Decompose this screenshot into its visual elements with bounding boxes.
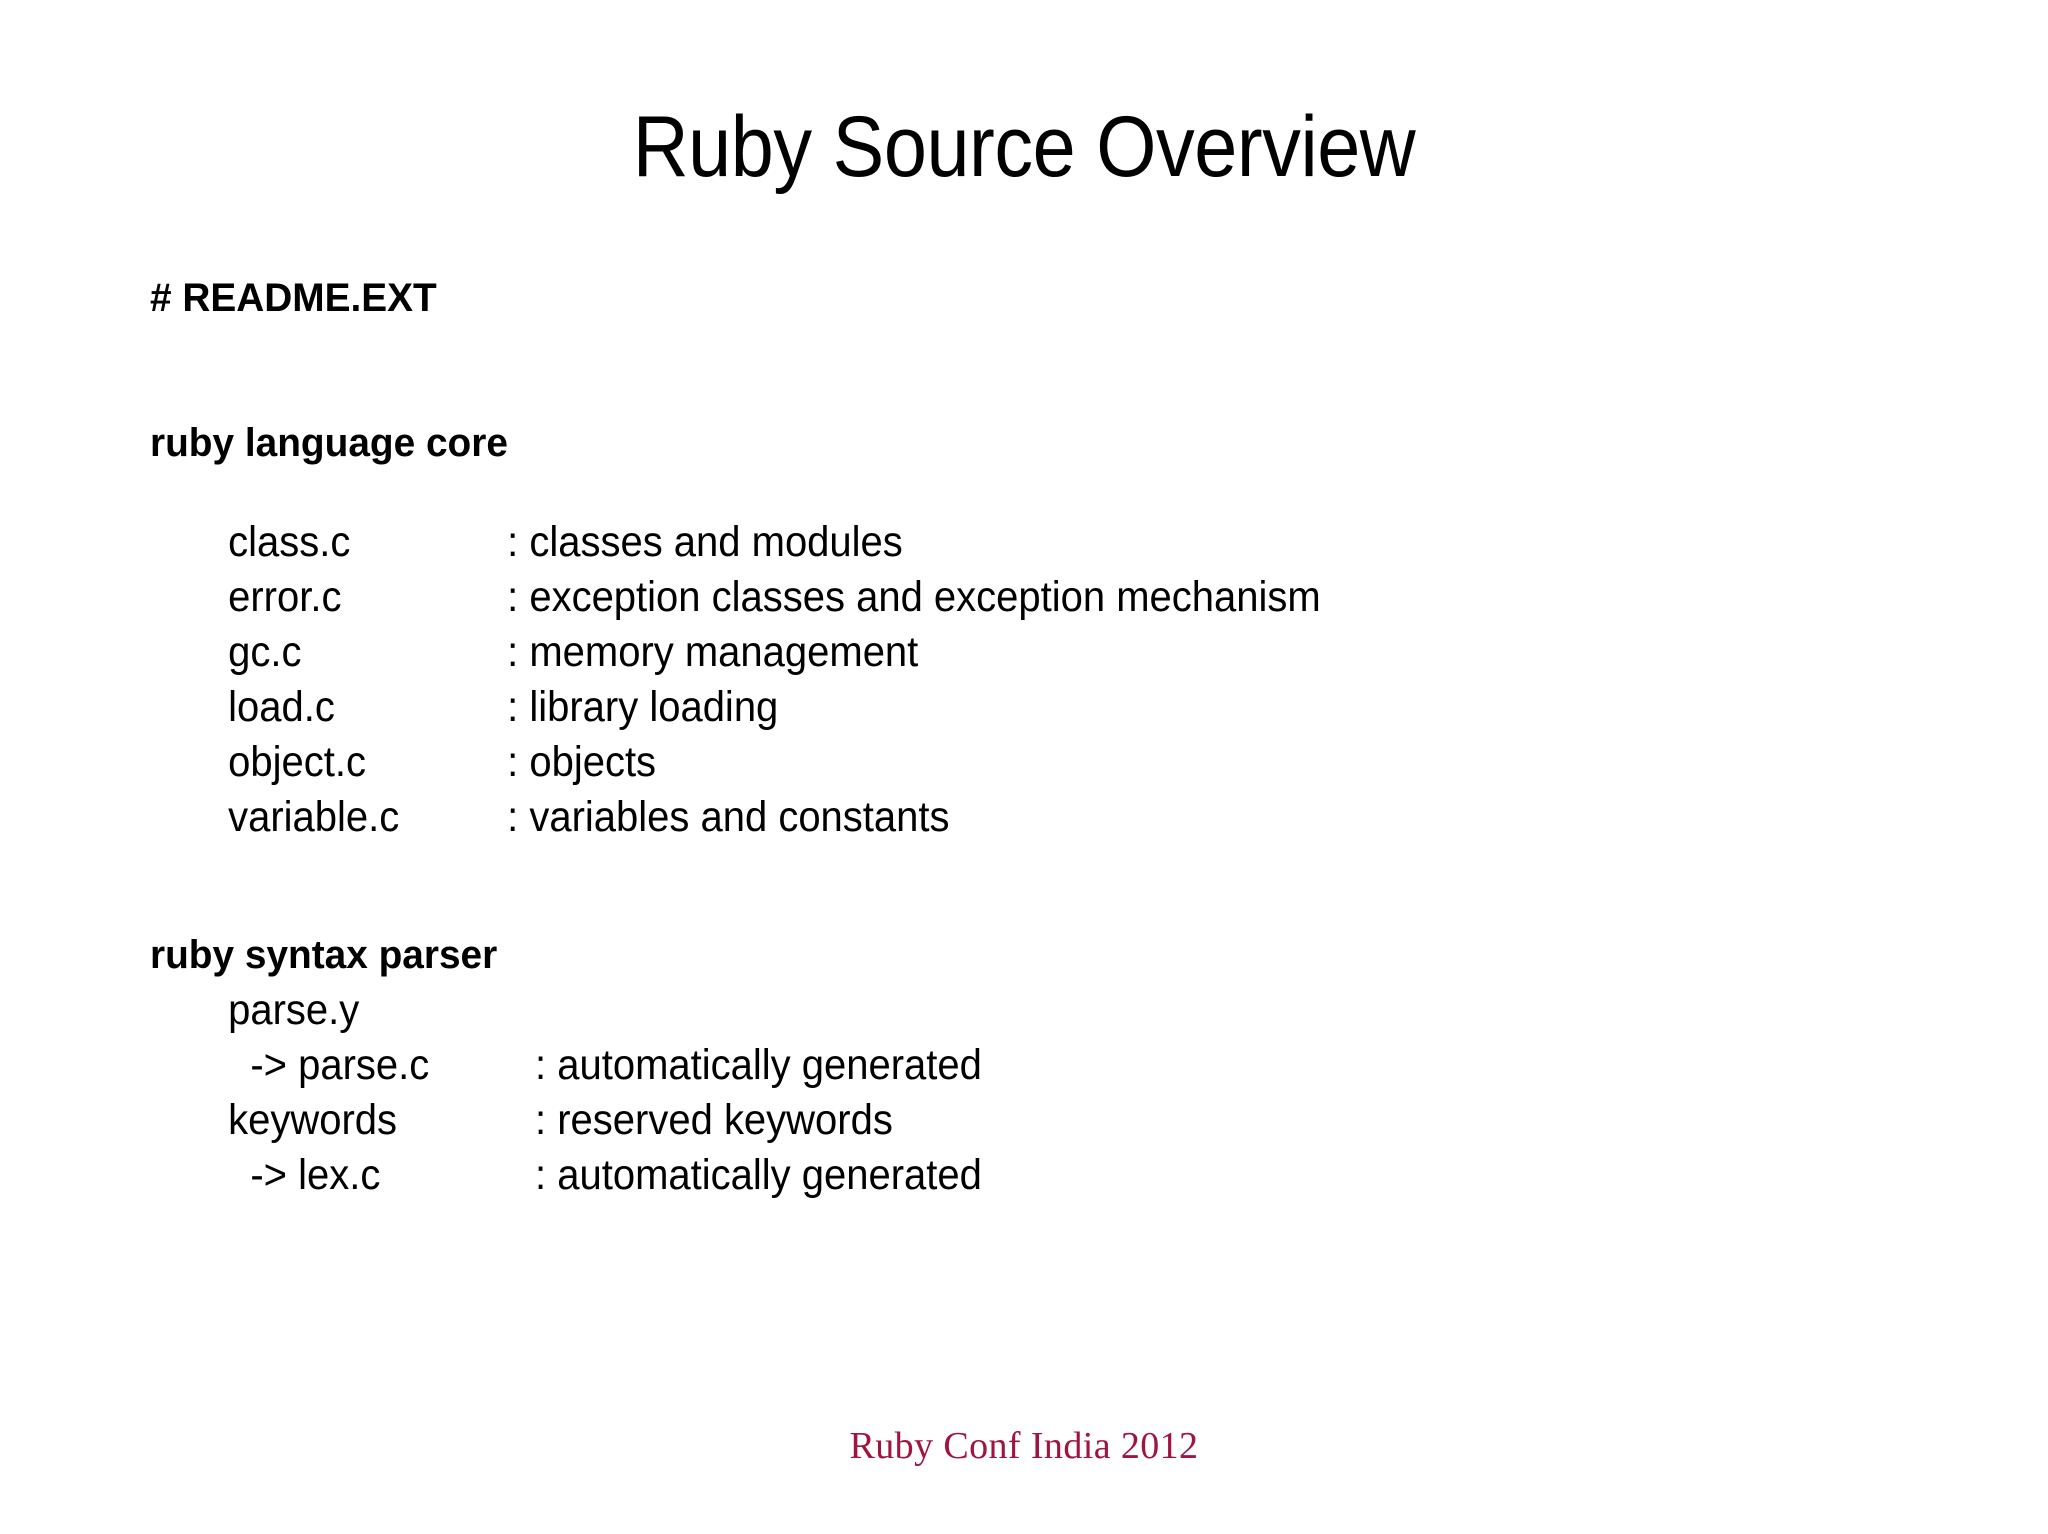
- list-item: keywords : reserved keywords: [150, 1093, 1824, 1148]
- file-name: -> lex.c: [228, 1151, 381, 1199]
- file-name: gc.c: [228, 628, 302, 676]
- file-name: load.c: [228, 683, 335, 731]
- file-name: class.c: [228, 518, 351, 566]
- file-description: : automatically generated: [535, 1151, 982, 1199]
- list-item: class.c : classes and modules: [150, 515, 1824, 570]
- file-description: : memory management: [507, 628, 919, 676]
- list-item: load.c : library loading: [150, 680, 1824, 735]
- list-item: error.c : exception classes and exception…: [150, 570, 1824, 625]
- section-heading-language-core: ruby language core: [150, 421, 508, 465]
- file-description: : reserved keywords: [535, 1096, 893, 1144]
- list-item: gc.c : memory management: [150, 625, 1824, 680]
- file-list-syntax-parser: parse.y -> parse.c : automatically genera…: [150, 983, 1950, 1203]
- list-item: parse.y: [150, 983, 1824, 1038]
- page-title: Ruby Source Overview: [632, 98, 1416, 195]
- file-description: : exception classes and exception mechan…: [507, 573, 1321, 621]
- readme-heading: # README.EXT: [150, 276, 437, 320]
- list-item: object.c : objects: [150, 735, 1824, 790]
- section-heading-syntax-parser: ruby syntax parser: [150, 933, 498, 977]
- list-item: -> parse.c : automatically generated: [150, 1038, 1824, 1093]
- file-list-language-core: class.c : classes and modules error.c : ex…: [150, 515, 1950, 845]
- file-name: variable.c: [228, 793, 400, 841]
- file-name: object.c: [228, 738, 366, 786]
- file-name: parse.y: [228, 986, 360, 1034]
- list-item: variable.c : variables and constants: [150, 790, 1824, 845]
- file-description: : classes and modules: [507, 518, 903, 566]
- slide-body: # README.EXT ruby language core class.c:…: [150, 278, 1950, 1203]
- file-description: : objects: [507, 738, 657, 786]
- slide-footer: Ruby Conf India 2012: [849, 1425, 1199, 1467]
- file-name: error.c: [228, 573, 342, 621]
- file-description: : library loading: [507, 683, 779, 731]
- file-description: : variables and constants: [507, 793, 950, 841]
- file-name: -> parse.c: [228, 1041, 430, 1089]
- file-description: : automatically generated: [535, 1041, 982, 1089]
- list-item: -> lex.c : automatically generated: [150, 1148, 1824, 1203]
- file-name: keywords: [228, 1096, 398, 1144]
